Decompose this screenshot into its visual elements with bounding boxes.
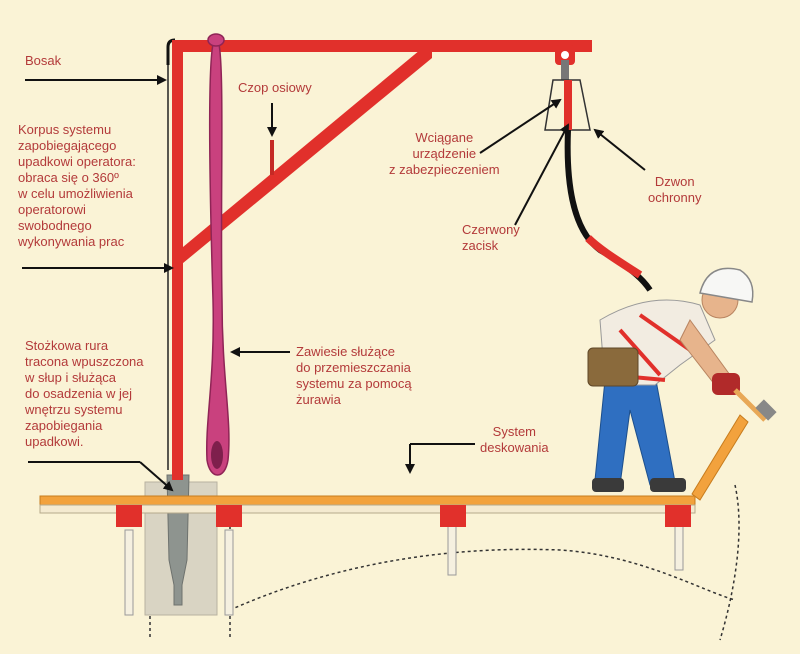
red-clamp <box>585 235 643 279</box>
formwork-curve <box>229 548 736 611</box>
label-dzwon-ochronny: Dzwon ochronny <box>648 174 702 205</box>
deck-posts <box>124 524 684 616</box>
label-wciagane-urzadzenie: Wciągane urządzenie z zabezpieczeniem <box>389 130 500 177</box>
annotation-arrows <box>22 75 646 492</box>
retractable-lanyard <box>564 129 653 292</box>
hammer-handle <box>733 388 767 422</box>
hammer-head <box>755 399 777 421</box>
label-bosak: Bosak <box>25 53 62 68</box>
crane-boom <box>172 40 592 52</box>
label-czerwony-zacisk: Czerwony zacisk <box>462 222 520 253</box>
formwork-deck <box>39 495 696 506</box>
lifting-sling <box>205 39 230 476</box>
label-zawiesie: Zawiesie służące do przemieszczania syst… <box>296 344 412 407</box>
deck-brackets <box>116 505 691 527</box>
label-czop-osiowy: Czop osiowy <box>238 80 312 95</box>
hard-hat-icon <box>699 267 754 303</box>
worker-with-hammer-icon <box>587 281 740 492</box>
label-stozkowa-rura: Stożkowa rura tracona wpuszczona w słup … <box>25 338 144 449</box>
retractable-device <box>564 80 572 130</box>
label-system-deskowania: System deskowania <box>480 424 549 455</box>
formwork-beam <box>39 504 696 514</box>
crane-brace <box>177 50 432 268</box>
label-korpus-systemu: Korpus systemu zapobiegającego upadkowi … <box>18 122 136 249</box>
formwork-board <box>691 414 749 501</box>
